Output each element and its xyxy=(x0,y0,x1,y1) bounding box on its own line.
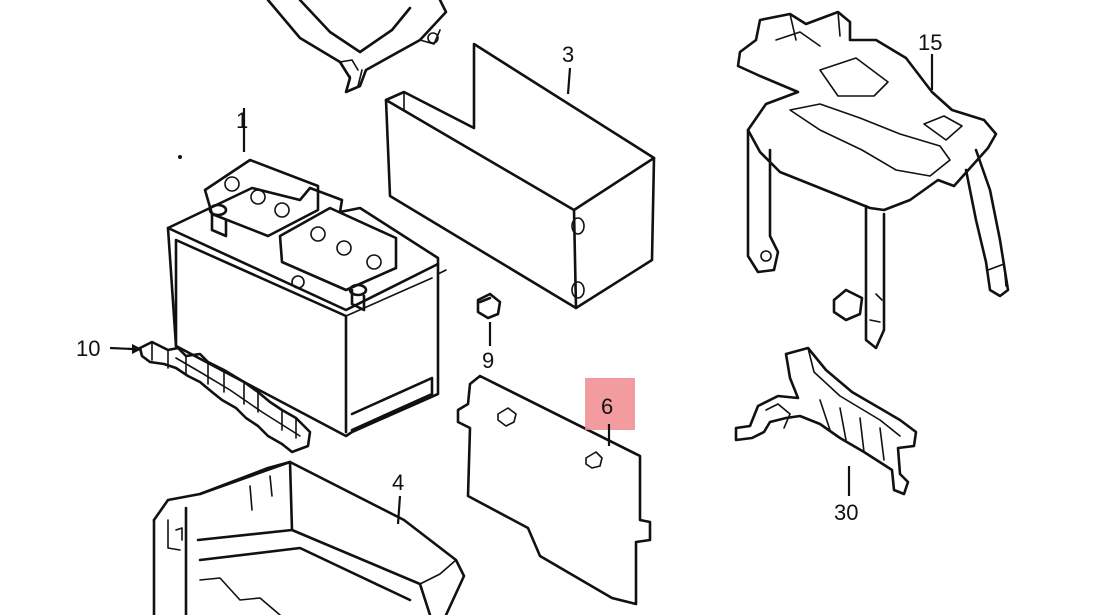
label-part-6: 6 xyxy=(601,394,613,419)
highlight-box-6 xyxy=(585,378,635,430)
label-part-15: 15 xyxy=(918,30,942,55)
terminal-strip-drawing xyxy=(138,340,312,454)
battery-tray-drawing xyxy=(152,460,466,615)
cover-plate-drawing xyxy=(456,374,652,606)
label-part-9: 9 xyxy=(482,348,494,373)
top-bracket-drawing xyxy=(266,0,448,94)
label-part-4: 4 xyxy=(392,470,404,495)
leader-line-4 xyxy=(396,495,402,525)
label-part-10: 10 xyxy=(76,336,100,361)
label-part-30: 30 xyxy=(834,500,858,525)
cable-holder-drawing xyxy=(734,346,918,496)
bolt-drawing xyxy=(476,292,502,320)
battery-drawing xyxy=(166,158,447,438)
bracket-drawing xyxy=(736,10,1010,350)
label-part-3: 3 xyxy=(562,42,574,67)
leader-line-3 xyxy=(566,67,572,95)
marker-dot xyxy=(178,155,182,159)
leader-line-10 xyxy=(109,346,133,351)
insulation-sleeve-drawing xyxy=(384,42,656,310)
label-part-1: 1 xyxy=(236,108,248,133)
leader-arrow-10 xyxy=(132,344,142,354)
